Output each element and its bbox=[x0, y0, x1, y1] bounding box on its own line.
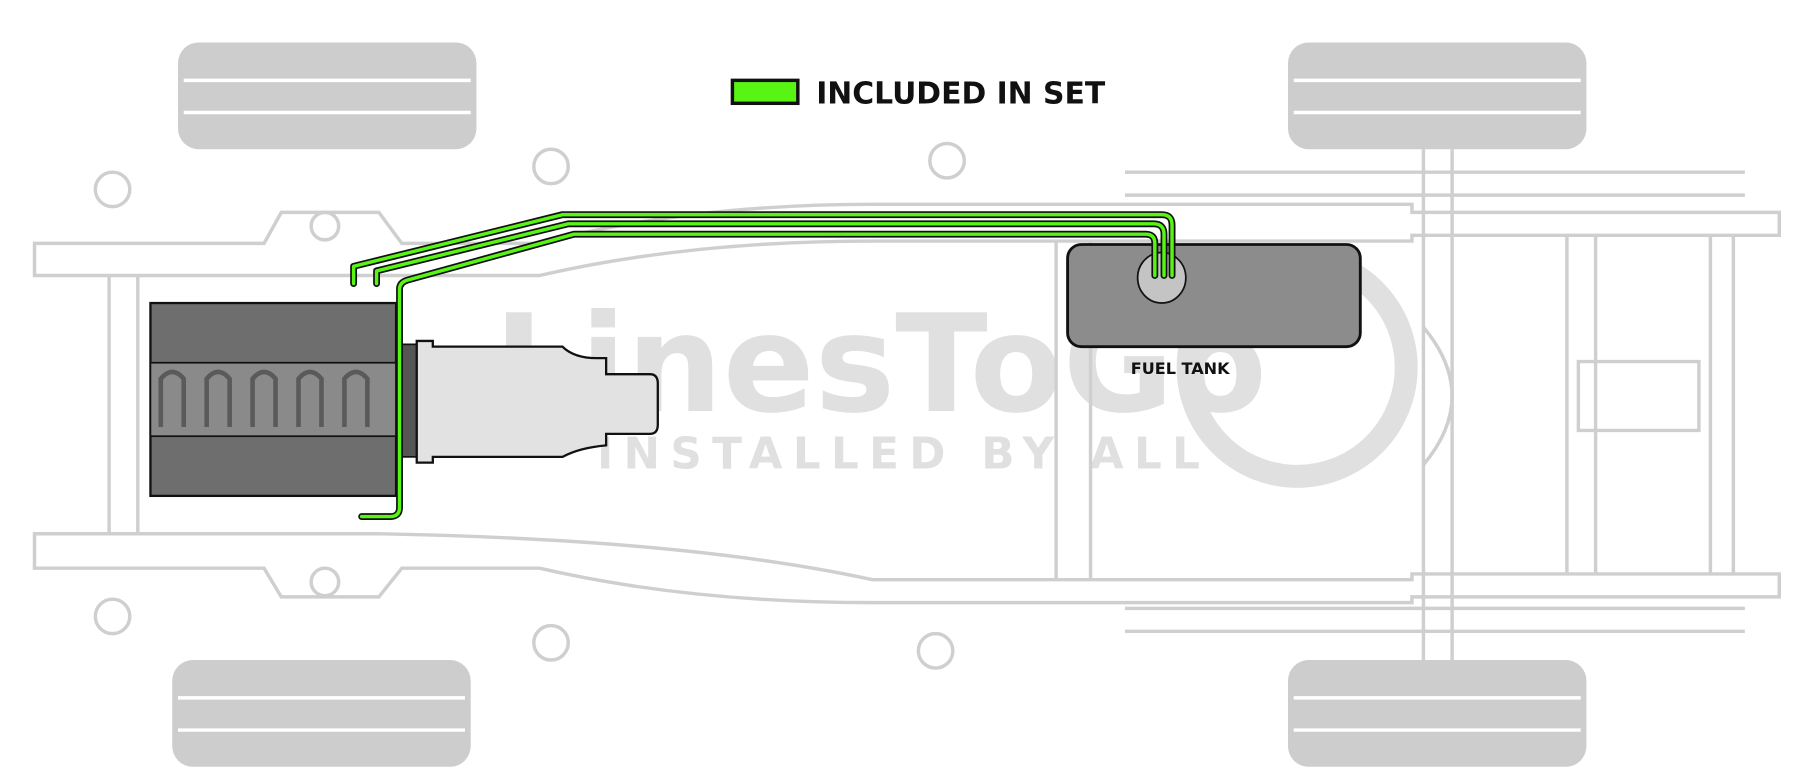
tire-rear-right bbox=[1287, 660, 1587, 767]
fuel-tank bbox=[1066, 243, 1362, 349]
legend-swatch bbox=[730, 78, 800, 106]
vehicle-frame bbox=[32, 141, 1781, 670]
engine bbox=[149, 301, 418, 498]
tire-rear-left bbox=[1287, 42, 1587, 150]
tire-front-left bbox=[177, 42, 477, 150]
tire-front-right bbox=[172, 660, 471, 767]
fuel-tank-label: FUEL TANK bbox=[1131, 359, 1230, 378]
transmission bbox=[415, 339, 659, 464]
legend-label: INCLUDED IN SET bbox=[816, 76, 1106, 111]
legend: INCLUDED IN SET bbox=[730, 76, 1106, 111]
watermark-tagline: INSTALLED BY ALL bbox=[597, 429, 1210, 479]
fuel-lines bbox=[350, 211, 1176, 520]
